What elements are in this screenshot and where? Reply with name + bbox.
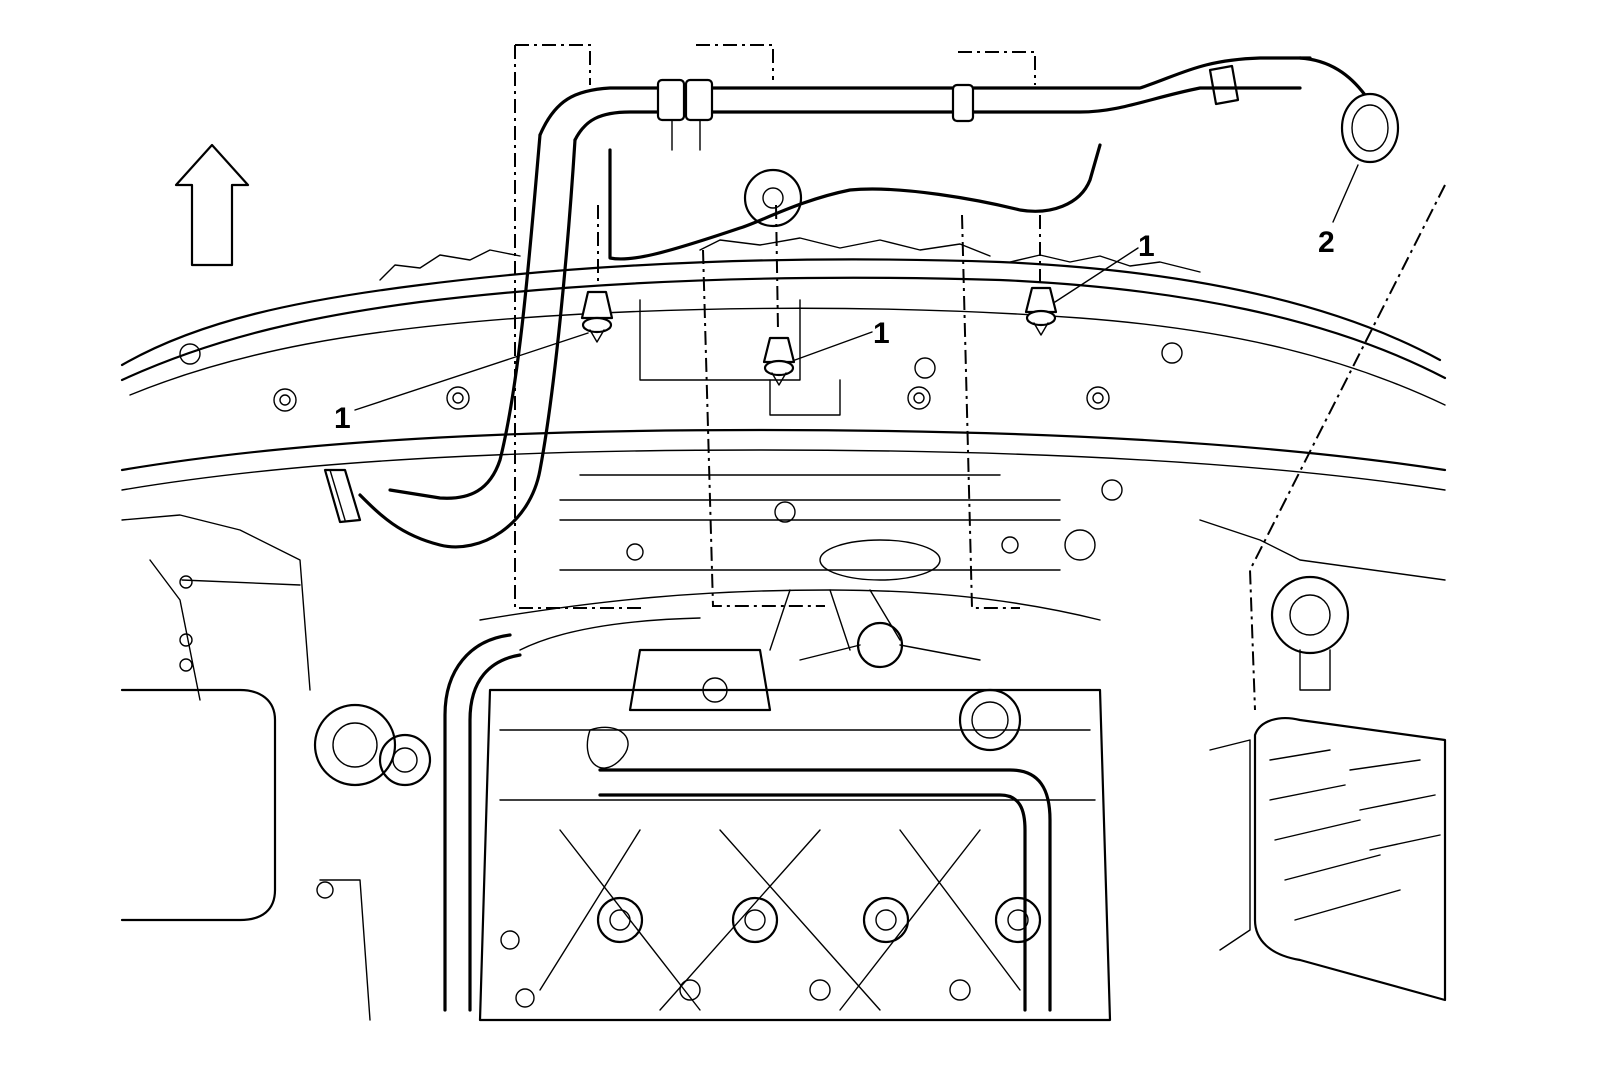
exploded-view-guides — [514, 44, 1446, 711]
push-pin-fastener-c — [1024, 286, 1058, 336]
air-cleaner-housing — [1199, 519, 1447, 1002]
fan-shroud — [479, 501, 1101, 651]
callout-label-duct-end: 2 — [1318, 226, 1335, 259]
up-arrow-icon — [174, 143, 250, 267]
left-fender — [120, 514, 311, 922]
push-pin-fastener-a — [580, 290, 614, 343]
radiator-support — [120, 237, 1447, 521]
leader-lines — [354, 164, 1359, 411]
callout-label-fastener-b: 1 — [873, 317, 890, 350]
air-intake-duct — [323, 56, 1400, 549]
push-pin-fastener-b — [762, 336, 796, 386]
engine-assembly — [313, 621, 1112, 1022]
callout-label-fastener-c: 1 — [1138, 230, 1155, 263]
callout-label-fastener-a: 1 — [334, 402, 351, 435]
